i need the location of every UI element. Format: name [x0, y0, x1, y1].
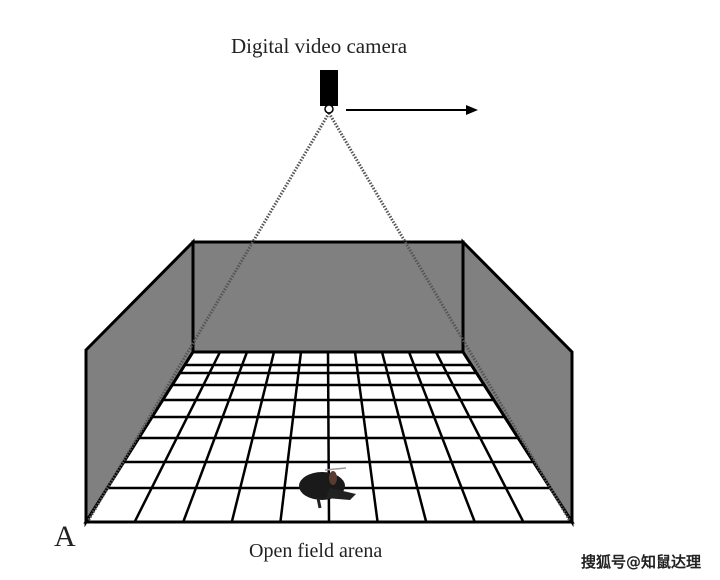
watermark: 搜狐号@知鼠达理	[581, 553, 702, 571]
camera-ray-right	[327, 112, 572, 522]
panel-label: A	[54, 520, 76, 553]
camera-ray-left	[86, 112, 331, 522]
camera-label: Digital video camera	[231, 34, 408, 58]
mouse	[299, 467, 356, 509]
back-wall	[191, 240, 465, 354]
camera-icon	[320, 70, 338, 114]
arena-label: Open field arena	[249, 540, 383, 562]
arrow-right-icon	[346, 105, 478, 115]
floor-grid	[107, 351, 551, 523]
